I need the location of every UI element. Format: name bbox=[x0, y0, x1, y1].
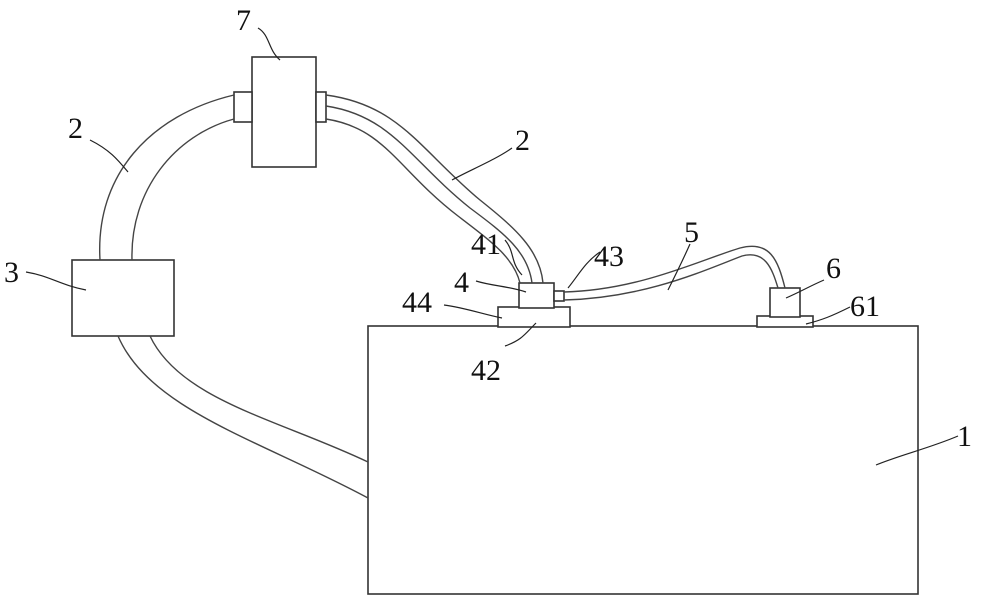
label-1: 1 bbox=[957, 420, 972, 453]
pipe-right-inner bbox=[325, 118, 521, 284]
main-body-box bbox=[367, 325, 919, 595]
pipe-left-inner bbox=[131, 118, 235, 261]
leader-2-right bbox=[451, 147, 513, 181]
label-41: 41 bbox=[471, 228, 501, 261]
filter-body bbox=[251, 56, 317, 168]
leader-42 bbox=[504, 322, 537, 347]
pipe-left-outer bbox=[99, 94, 235, 261]
leader-61 bbox=[805, 306, 851, 325]
connector-side-port bbox=[553, 290, 565, 302]
thin-tube-top bbox=[563, 245, 786, 293]
label-5: 5 bbox=[684, 216, 699, 249]
label-2-left: 2 bbox=[68, 112, 83, 145]
pipe-bottom-inner bbox=[149, 335, 369, 463]
pipe-bottom-outer bbox=[117, 335, 369, 499]
label-6: 6 bbox=[826, 252, 841, 285]
leader-6 bbox=[785, 279, 825, 299]
leader-5 bbox=[667, 243, 691, 291]
label-43: 43 bbox=[594, 240, 624, 273]
connector-flange bbox=[497, 306, 571, 328]
label-61: 61 bbox=[850, 290, 880, 323]
leader-2-left bbox=[89, 139, 129, 173]
leader-43 bbox=[567, 251, 601, 289]
leader-1 bbox=[875, 435, 959, 466]
label-42: 42 bbox=[471, 354, 501, 387]
leader-4 bbox=[475, 280, 527, 293]
filter-right-port bbox=[315, 91, 327, 123]
label-3: 3 bbox=[4, 256, 19, 289]
leader-44 bbox=[443, 304, 503, 319]
connector-body bbox=[518, 282, 555, 309]
leader-3 bbox=[25, 271, 87, 291]
label-4: 4 bbox=[454, 266, 469, 299]
thin-tube-bottom bbox=[563, 254, 779, 301]
leader-7 bbox=[257, 27, 281, 61]
sensor-body bbox=[769, 287, 801, 318]
label-44: 44 bbox=[402, 286, 432, 319]
filter-left-port bbox=[233, 91, 253, 123]
label-2-right: 2 bbox=[515, 124, 530, 157]
pipe-right-mid bbox=[325, 105, 533, 284]
leader-41 bbox=[504, 239, 523, 276]
label-7: 7 bbox=[236, 4, 251, 37]
unit-3-box bbox=[71, 259, 175, 337]
pipe-right-outer bbox=[325, 94, 544, 284]
